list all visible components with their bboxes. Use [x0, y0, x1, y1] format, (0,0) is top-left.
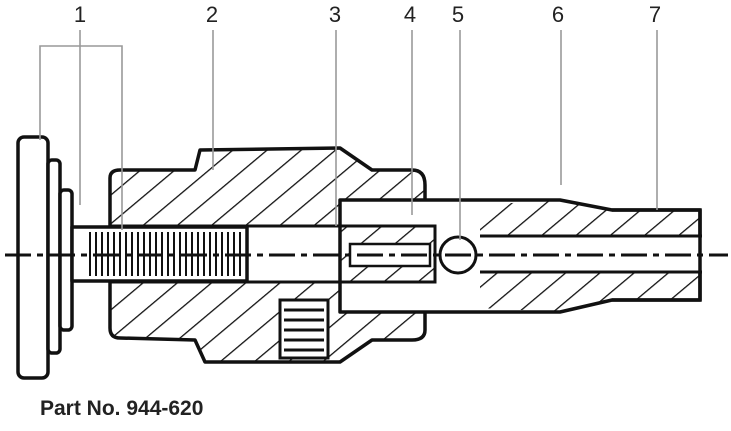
callout-7: 7 [649, 2, 661, 27]
callout-3: 3 [329, 2, 341, 27]
part-number-caption: Part No. 944-620 [40, 397, 204, 420]
callout-2: 2 [206, 2, 218, 27]
callout-5: 5 [452, 2, 464, 27]
callout-labels: 1 2 3 4 5 6 7 [74, 2, 661, 27]
callout-6: 6 [552, 2, 564, 27]
handwheel [16, 135, 74, 380]
callout-1: 1 [74, 2, 86, 27]
callout-4: 4 [404, 2, 416, 27]
leader-lines [39, 30, 658, 240]
